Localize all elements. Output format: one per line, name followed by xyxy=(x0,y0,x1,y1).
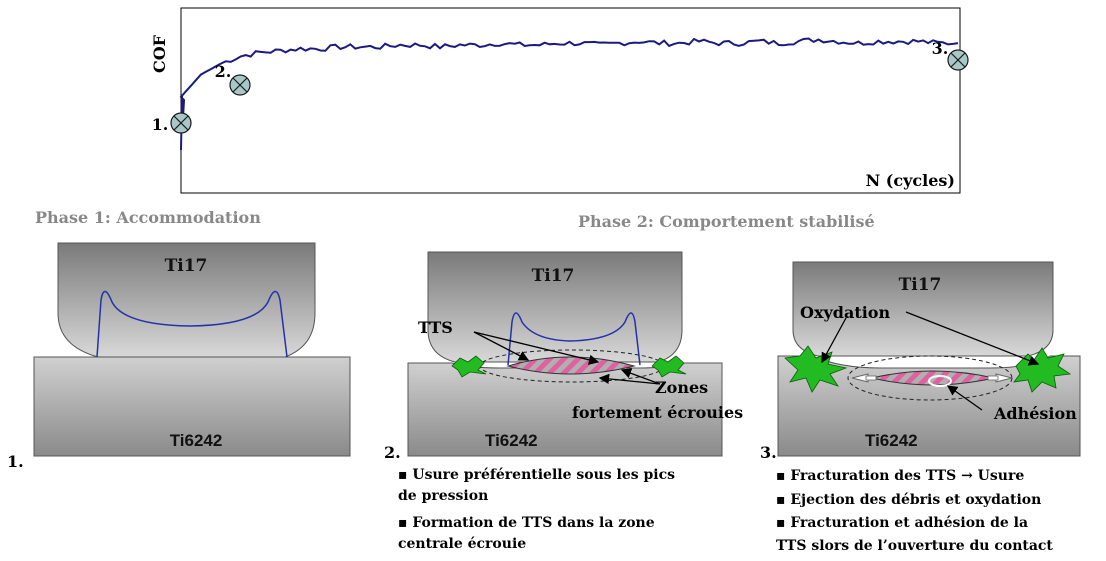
bullet-3-line4: TTS slors de l’ouverture du contact xyxy=(776,538,1053,554)
bullet-2-line3: ▪ Formation de TTS dans la zone xyxy=(398,515,655,531)
ti17-label-2: Ti17 xyxy=(532,266,575,286)
ti17-label-3: Ti17 xyxy=(899,275,942,295)
oxydation-label-3: Oxydation xyxy=(800,303,890,322)
chart-frame xyxy=(180,7,961,194)
cof-chart: COF N (cycles) 1. 2. 3. xyxy=(150,7,969,194)
panel-number-3: 3. xyxy=(760,443,777,462)
panel-1: Ti17 Ti6242 1. xyxy=(7,242,351,471)
pressure-profile-1 xyxy=(96,290,288,358)
bullet-3-line1: ▪ Fracturation des TTS → Usure xyxy=(776,468,1024,484)
zones-label-line1-2: Zones xyxy=(655,378,708,397)
adhesion-spot-3 xyxy=(928,375,952,387)
marker-point-3: 3. xyxy=(932,39,969,71)
bullet-2-line1: ▪ Usure préférentielle sous les pics xyxy=(398,467,675,483)
y-axis-label: COF xyxy=(150,34,169,73)
tts-label-2: TTS xyxy=(418,318,453,337)
ti17-label-1: Ti17 xyxy=(165,256,208,276)
ti6242-block-1 xyxy=(33,356,351,457)
cof-curve xyxy=(179,37,959,151)
marker-label-2: 2. xyxy=(215,62,232,81)
debris-left-2 xyxy=(451,355,487,378)
pressure-profile-2 xyxy=(507,312,641,366)
marker-label-3: 3. xyxy=(932,39,949,58)
phase-1-title: Phase 1: Accommodation xyxy=(35,208,261,227)
adhesion-label-3: Adhésion xyxy=(993,404,1077,423)
bullet-2-line2: de pression xyxy=(398,488,488,504)
bullet-3-line2: ▪ Ejection des débris et oxydation xyxy=(776,492,1041,508)
ti6242-label-1: Ti6242 xyxy=(170,431,223,450)
bullet-3-line3: ▪ Fracturation et adhésion de la xyxy=(776,515,1028,531)
phase-2-title: Phase 2: Comportement stabilisé xyxy=(578,212,875,231)
marker-point-1: 1. xyxy=(152,112,192,134)
tts-lens-2 xyxy=(506,356,636,375)
marker-point-2: 2. xyxy=(215,62,251,96)
panel-2: Ti17 TTS Zones fortement écrouies Ti6242… xyxy=(384,251,743,552)
panel-3: Ti17 Oxydation Adhésion Ti6242 3. ▪ Frac… xyxy=(760,261,1081,554)
bullet-2-line4: centrale écrouie xyxy=(398,536,526,552)
panel-number-1: 1. xyxy=(7,452,24,471)
debris-right-2 xyxy=(651,355,687,378)
zones-label-line2-2: fortement écrouies xyxy=(572,403,743,422)
x-axis-label: N (cycles) xyxy=(866,171,955,190)
ti6242-label-3: Ti6242 xyxy=(865,431,918,450)
debris-left-3 xyxy=(784,345,848,393)
ti6242-label-2: Ti6242 xyxy=(485,431,538,450)
marker-label-1: 1. xyxy=(152,115,169,134)
panel-number-2: 2. xyxy=(384,443,401,462)
